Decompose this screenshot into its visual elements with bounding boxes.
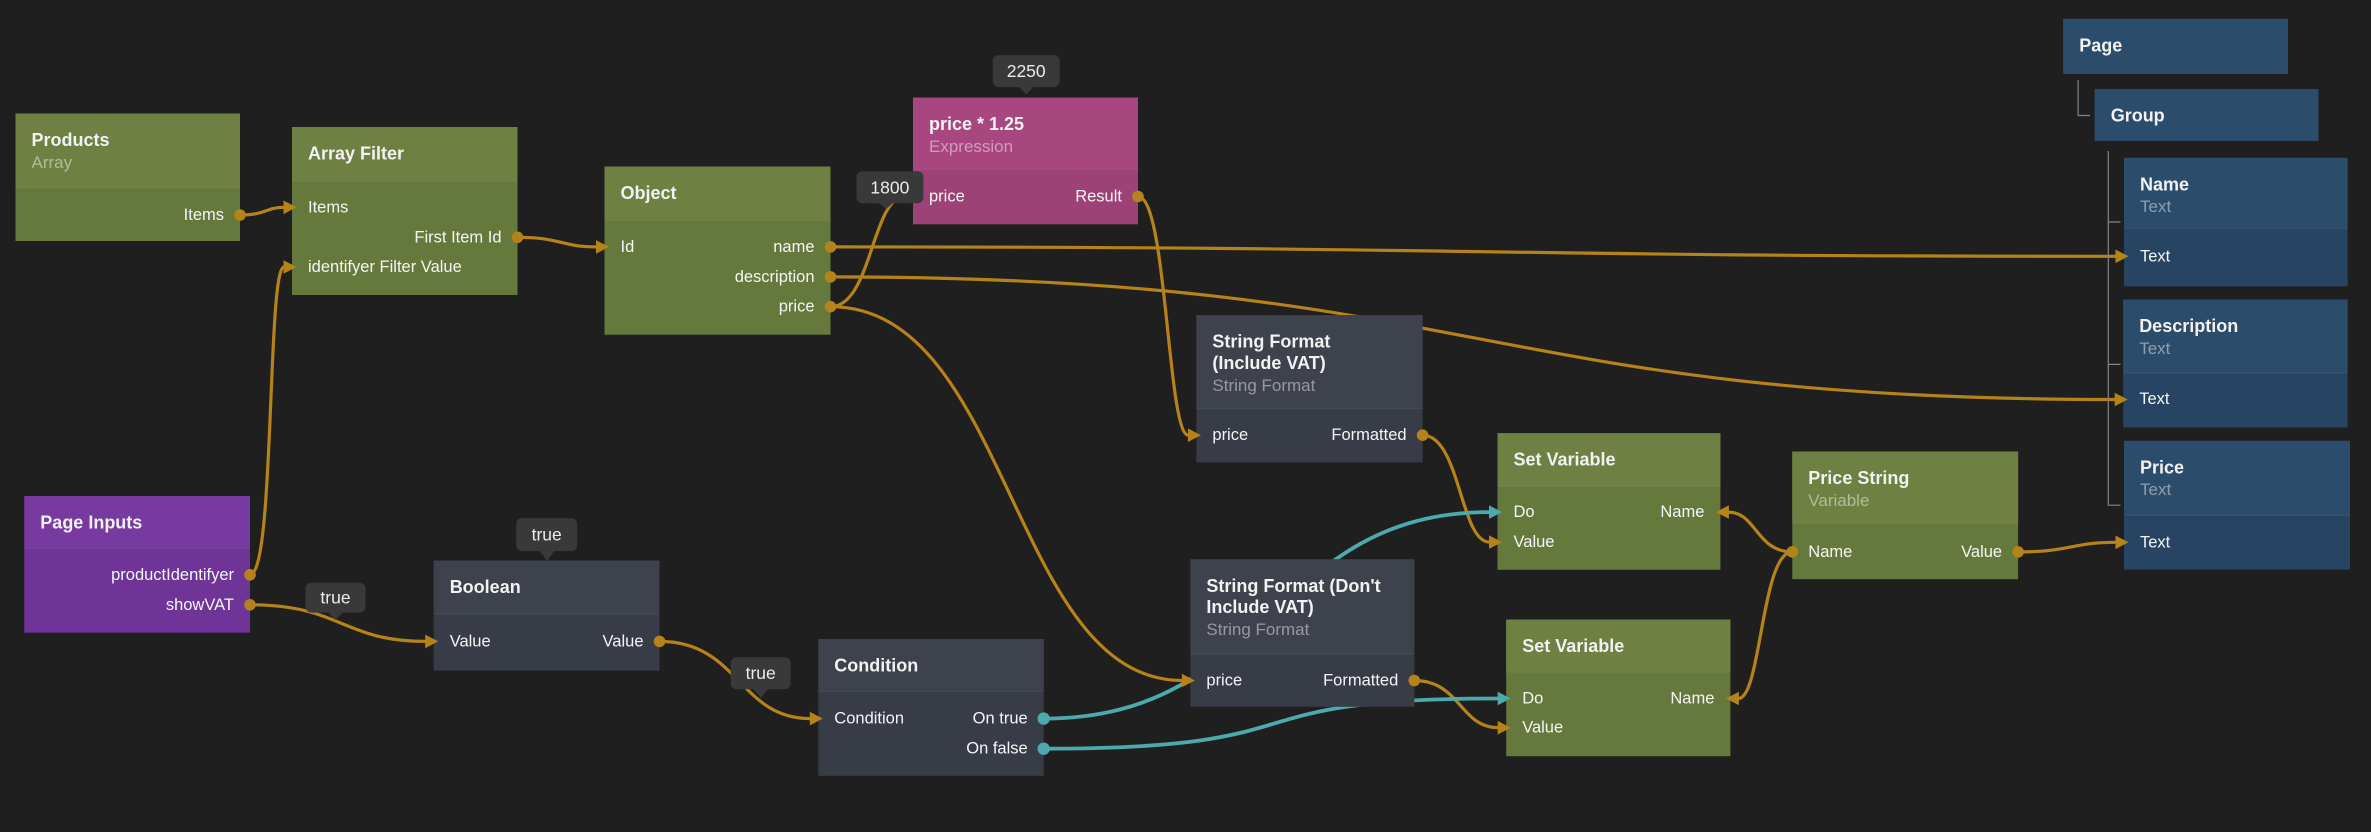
- svg-text:Group: Group: [2111, 106, 2165, 126]
- svg-text:Description: Description: [2139, 316, 2238, 336]
- svg-text:true: true: [532, 525, 562, 545]
- svg-text:Include VAT): Include VAT): [1206, 597, 1313, 617]
- svg-text:Boolean: Boolean: [450, 577, 521, 597]
- svg-text:Expression: Expression: [929, 137, 1013, 156]
- svg-text:price: price: [779, 298, 815, 316]
- svg-text:Condition: Condition: [834, 710, 904, 728]
- svg-text:Array Filter: Array Filter: [308, 144, 404, 164]
- svg-text:Page: Page: [2079, 35, 2122, 55]
- svg-text:Value: Value: [1961, 543, 2002, 561]
- svg-text:price: price: [1206, 672, 1242, 690]
- svg-text:2250: 2250: [1007, 61, 1046, 81]
- svg-text:Result: Result: [1075, 188, 1122, 206]
- svg-text:Do: Do: [1522, 690, 1543, 708]
- svg-text:Set Variable: Set Variable: [1522, 636, 1624, 656]
- svg-text:Name: Name: [1808, 543, 1852, 561]
- svg-text:Page Inputs: Page Inputs: [40, 513, 142, 533]
- svg-text:Do: Do: [1514, 503, 1535, 521]
- svg-text:Items: Items: [184, 206, 224, 224]
- svg-text:Text: Text: [2139, 390, 2170, 408]
- svg-text:Price String: Price String: [1808, 468, 1909, 488]
- svg-text:Price: Price: [2140, 457, 2184, 477]
- svg-text:true: true: [746, 663, 776, 683]
- svg-text:(Include VAT): (Include VAT): [1212, 353, 1325, 373]
- svg-text:Name: Name: [1670, 690, 1714, 708]
- svg-text:identifyer Filter Value: identifyer Filter Value: [308, 258, 462, 276]
- svg-text:Formatted: Formatted: [1331, 426, 1406, 444]
- svg-text:Text: Text: [2139, 339, 2170, 358]
- svg-text:name: name: [773, 238, 814, 256]
- svg-text:Condition: Condition: [834, 656, 918, 676]
- svg-text:String Format: String Format: [1206, 620, 1309, 639]
- svg-text:Text: Text: [2140, 480, 2171, 499]
- svg-text:price: price: [1212, 426, 1248, 444]
- svg-text:On true: On true: [973, 710, 1028, 728]
- svg-text:Value: Value: [603, 632, 644, 650]
- svg-text:On false: On false: [966, 740, 1027, 758]
- svg-text:Set Variable: Set Variable: [1514, 450, 1616, 470]
- svg-text:String Format: String Format: [1212, 376, 1315, 395]
- svg-text:Text: Text: [2140, 247, 2171, 265]
- svg-text:String Format (Don't: String Format (Don't: [1206, 576, 1380, 596]
- svg-text:Value: Value: [1522, 719, 1563, 737]
- svg-text:Variable: Variable: [1808, 491, 1869, 510]
- svg-text:price: price: [929, 188, 965, 206]
- svg-text:Id: Id: [621, 238, 635, 256]
- svg-text:String Format: String Format: [1212, 332, 1330, 352]
- svg-text:Formatted: Formatted: [1323, 672, 1398, 690]
- svg-text:true: true: [320, 588, 350, 608]
- svg-text:Text: Text: [2140, 197, 2171, 216]
- svg-text:Array: Array: [32, 153, 73, 172]
- svg-text:Value: Value: [450, 632, 491, 650]
- svg-text:First Item Id: First Item Id: [414, 228, 501, 246]
- svg-text:productIdentifyer: productIdentifyer: [111, 566, 234, 584]
- svg-text:Items: Items: [308, 198, 348, 216]
- svg-text:1800: 1800: [870, 177, 909, 197]
- svg-text:Value: Value: [1514, 533, 1555, 551]
- svg-text:showVAT: showVAT: [166, 596, 234, 614]
- svg-text:price * 1.25: price * 1.25: [929, 114, 1024, 134]
- svg-text:description: description: [735, 268, 815, 286]
- svg-text:Name: Name: [1660, 503, 1704, 521]
- svg-text:Object: Object: [621, 183, 677, 203]
- svg-text:Products: Products: [32, 130, 110, 150]
- svg-text:Text: Text: [2140, 533, 2171, 551]
- svg-text:Name: Name: [2140, 174, 2189, 194]
